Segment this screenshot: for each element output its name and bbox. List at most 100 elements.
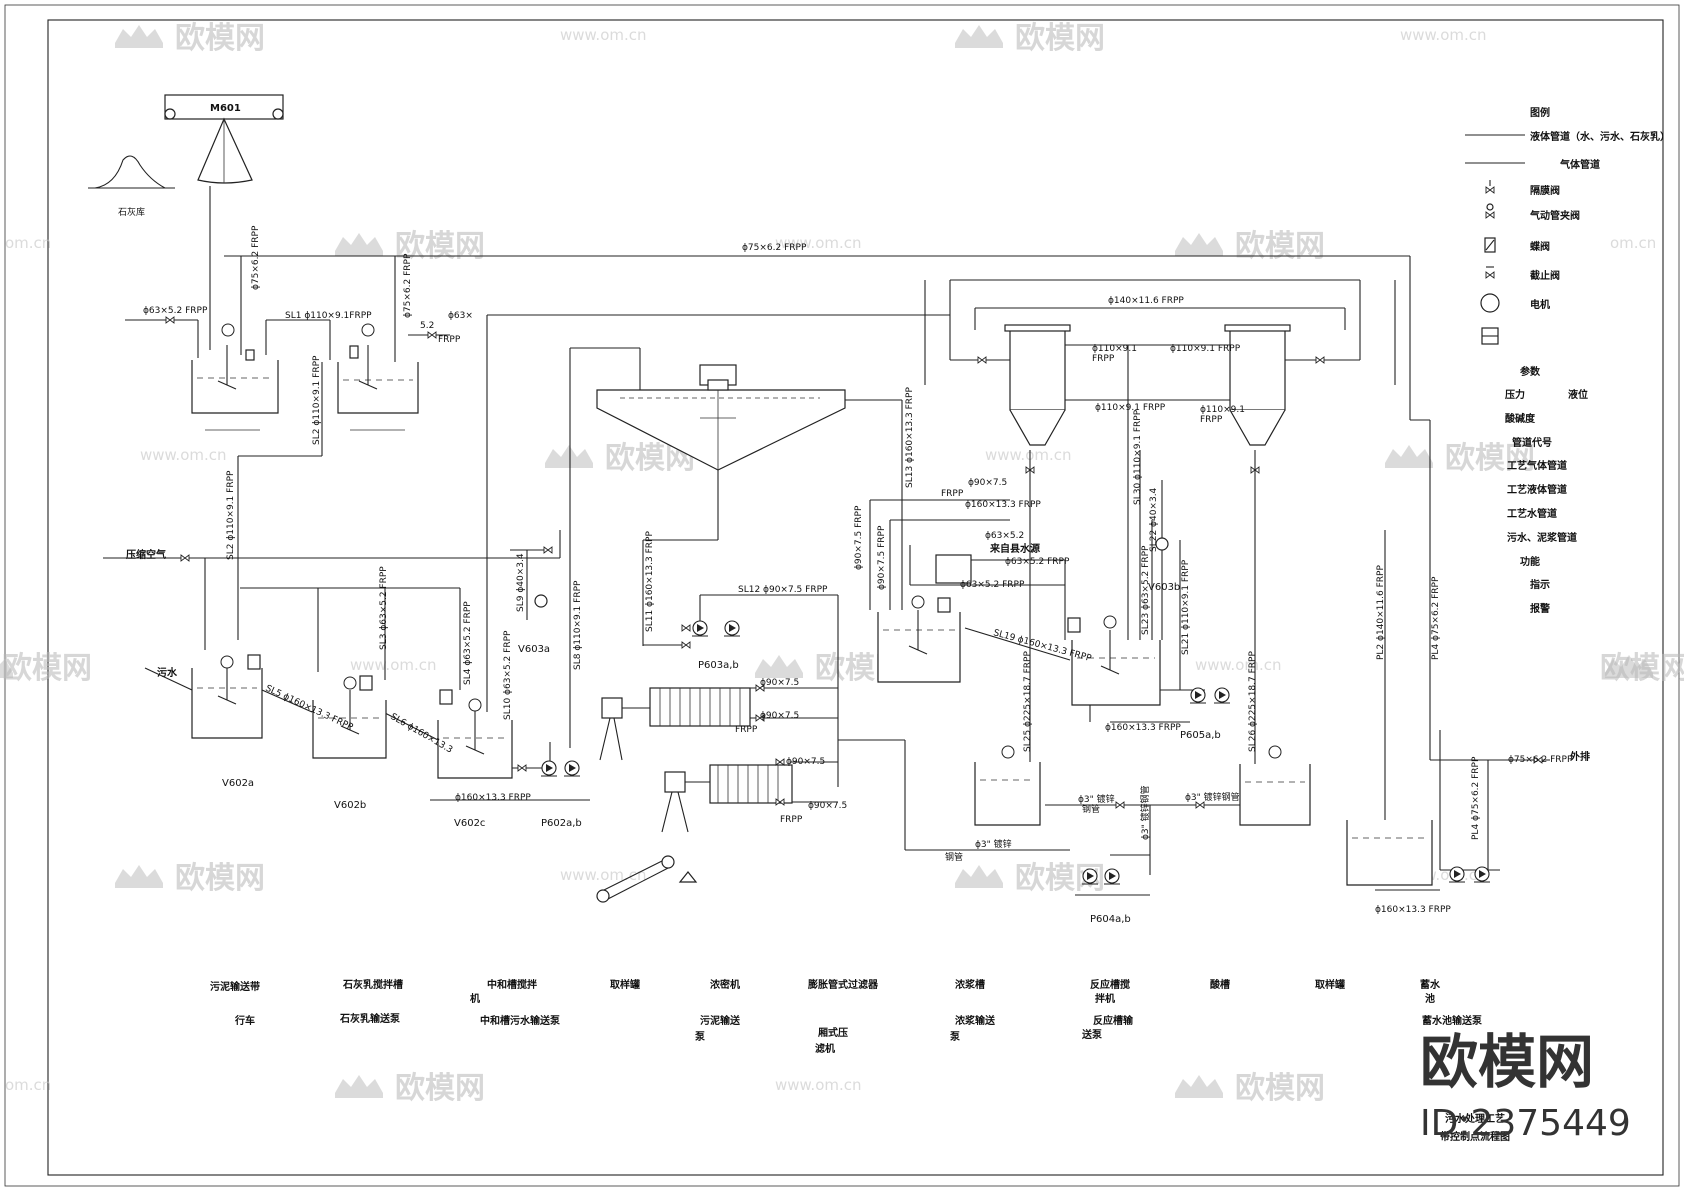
legend-level: 液位 bbox=[1568, 388, 1588, 401]
svg-text:ϕ90×7.5: ϕ90×7.5 bbox=[760, 711, 799, 721]
slurry-tank bbox=[877, 595, 961, 683]
svg-text:膨胀管式过滤器: 膨胀管式过滤器 bbox=[808, 978, 879, 991]
svg-text:ϕ90×7.5 FRPP: ϕ90×7.5 FRPP bbox=[854, 505, 864, 570]
svg-text:蓄水池输送泵: 蓄水池输送泵 bbox=[1422, 1014, 1483, 1027]
svg-text:浓浆槽: 浓浆槽 bbox=[955, 978, 985, 991]
tag-v603a: V603a bbox=[518, 644, 550, 655]
svg-text:ϕ75×6.2 FRPP: ϕ75×6.2 FRPP bbox=[403, 253, 413, 318]
svg-text:M601: M601 bbox=[210, 103, 241, 114]
svg-text:欧模网: 欧模网 bbox=[175, 861, 265, 896]
svg-text:ϕ3" 镀锌: ϕ3" 镀锌 bbox=[1078, 793, 1115, 805]
svg-text:反应槽输: 反应槽输 bbox=[1093, 1014, 1134, 1027]
svg-text:SL12 ϕ90×7.5 FRPP: SL12 ϕ90×7.5 FRPP bbox=[738, 585, 828, 595]
svg-text:FRPP: FRPP bbox=[1092, 354, 1115, 364]
sludge-conveyor bbox=[596, 855, 698, 903]
level-gauge-v603b bbox=[1155, 537, 1169, 551]
watermark-url-2: www.om.cn bbox=[1400, 26, 1487, 44]
watermark-10: 欧模网 bbox=[115, 861, 265, 896]
watermark-url-1: www.om.cn bbox=[560, 26, 647, 44]
svg-text:钢管: 钢管 bbox=[945, 851, 963, 863]
level-gauge-v603a bbox=[534, 594, 548, 608]
brand-watermark: 欧模网 ID:2375449 bbox=[1420, 1028, 1631, 1144]
equipment-list: 污泥输送带 行车 石灰乳搅拌槽 石灰乳输送泵 中和槽搅拌 机 中和槽污水输送泵 … bbox=[210, 978, 1483, 1055]
watermark-8: 欧模网 bbox=[0, 651, 92, 686]
svg-text:欧模网: 欧模网 bbox=[395, 1071, 485, 1106]
svg-text:ϕ3" 镀锌钢管: ϕ3" 镀锌钢管 bbox=[1185, 791, 1240, 803]
svg-text:泵: 泵 bbox=[950, 1031, 961, 1043]
watermark-url-12: om.cn bbox=[5, 1076, 51, 1094]
svg-text:污泥输送带: 污泥输送带 bbox=[210, 980, 260, 993]
sheet-border bbox=[4, 4, 1680, 1187]
svg-text:5.2: 5.2 bbox=[420, 321, 434, 331]
svg-text:PL4 ϕ75×6.2 FRPP: PL4 ϕ75×6.2 FRPP bbox=[1471, 756, 1481, 840]
svg-text:钢管: 钢管 bbox=[1082, 803, 1100, 815]
watermark-3: 欧模网 bbox=[335, 229, 485, 264]
svg-text:浓密机: 浓密机 bbox=[710, 978, 740, 991]
svg-text:ϕ90×7.5: ϕ90×7.5 bbox=[968, 478, 1007, 488]
svg-text:送泵: 送泵 bbox=[1081, 1028, 1103, 1041]
title-line-2: 带控制点流程图 bbox=[1440, 1130, 1510, 1143]
watermark-11: 欧模网 bbox=[955, 861, 1105, 896]
svg-text:PL4 ϕ75×6.2 FRPP: PL4 ϕ75×6.2 FRPP bbox=[1431, 576, 1441, 660]
svg-text:污泥输送: 污泥输送 bbox=[700, 1014, 741, 1027]
tap-water-label: 来自县水源 bbox=[989, 542, 1040, 555]
legend-motor: 电机 bbox=[1530, 298, 1550, 311]
watermark-2: 欧模网 bbox=[955, 21, 1105, 56]
svg-text:欧模网: 欧模网 bbox=[1600, 651, 1684, 686]
svg-text:欧模网: 欧模网 bbox=[2, 651, 92, 686]
pipe-labels: ϕ75×6.2 FRPP ϕ63×5.2 FRPP SL1 ϕ110×9.1FR… bbox=[143, 225, 1573, 915]
svg-text:池: 池 bbox=[1425, 992, 1435, 1005]
svg-text:ϕ75×6.2 FRPP: ϕ75×6.2 FRPP bbox=[1508, 755, 1573, 765]
svg-text:ϕ110×9.1: ϕ110×9.1 bbox=[1092, 344, 1137, 354]
svg-text:行车: 行车 bbox=[234, 1014, 255, 1027]
tag-v603b: V603b bbox=[1148, 582, 1180, 593]
svg-text:取样罐: 取样罐 bbox=[610, 978, 640, 991]
tap-water-equipment bbox=[935, 554, 972, 584]
svg-text:SL30 ϕ110×9.1 FRPP: SL30 ϕ110×9.1 FRPP bbox=[1133, 409, 1143, 505]
svg-text:SL26 ϕ225×18.7 FRPP: SL26 ϕ225×18.7 FRPP bbox=[1248, 651, 1258, 752]
svg-text:SL25 ϕ225×18.7 FRPP: SL25 ϕ225×18.7 FRPP bbox=[1023, 651, 1033, 752]
watermark-url-5: om.cn bbox=[1610, 234, 1656, 252]
svg-text:ϕ140×11.6 FRPP: ϕ140×11.6 FRPP bbox=[1108, 296, 1184, 306]
svg-text:ϕ63×5.2 FRPP: ϕ63×5.2 FRPP bbox=[143, 306, 208, 316]
svg-text:反应槽搅: 反应槽搅 bbox=[1090, 978, 1130, 991]
watermark-4: 欧模网 bbox=[1175, 229, 1325, 264]
svg-text:FRPP: FRPP bbox=[780, 815, 803, 825]
legend-function: 功能 bbox=[1520, 555, 1540, 568]
svg-text:ϕ110×9.1: ϕ110×9.1 bbox=[1200, 405, 1245, 415]
legend-alarm: 报警 bbox=[1530, 602, 1550, 615]
svg-text:SL3 ϕ63×5.2 FRPP: SL3 ϕ63×5.2 FRPP bbox=[379, 566, 389, 650]
svg-text:ϕ90×7.5: ϕ90×7.5 bbox=[808, 801, 847, 811]
watermark-1: 欧模网 bbox=[115, 21, 265, 56]
watermark-12: 欧模网 bbox=[335, 1071, 485, 1106]
svg-text:ϕ75×6.2 FRPP: ϕ75×6.2 FRPP bbox=[742, 243, 807, 253]
svg-text:ϕ63×5.2 FRPP: ϕ63×5.2 FRPP bbox=[960, 580, 1025, 590]
neutralization-tank-v602c: V602c bbox=[437, 689, 513, 829]
svg-text:中和槽污水输送泵: 中和槽污水输送泵 bbox=[480, 1014, 561, 1027]
svg-text:V602a: V602a bbox=[222, 778, 254, 789]
svg-text:厢式压: 厢式压 bbox=[818, 1026, 848, 1039]
svg-text:ϕ75×6.2 FRPP: ϕ75×6.2 FRPP bbox=[251, 225, 261, 290]
svg-text:ϕ160×13.3 FRPP: ϕ160×13.3 FRPP bbox=[1375, 905, 1451, 915]
lime-yard: 石灰库 bbox=[88, 155, 175, 218]
watermark-layer: 欧模网 欧模网 www.om.cn www.om.cn 欧模网 欧模网 om.c… bbox=[0, 21, 1684, 1106]
svg-text:欧模网: 欧模网 bbox=[395, 229, 485, 264]
svg-text:欧模网: 欧模网 bbox=[175, 21, 265, 56]
svg-text:蓄水: 蓄水 bbox=[1420, 978, 1441, 991]
watermark-url-9: www.om.cn bbox=[1195, 656, 1282, 674]
lime-mix-tank-1 bbox=[191, 323, 279, 431]
pipe-network bbox=[103, 186, 1550, 896]
legend-diaphragm-valve: 隔膜阀 bbox=[1530, 184, 1560, 197]
neutralization-tank-v602a: V602a bbox=[191, 654, 263, 789]
svg-text:V602b: V602b bbox=[334, 800, 366, 811]
tag-p604: P604a,b bbox=[1090, 914, 1131, 925]
svg-text:SL8 ϕ110×9.1 FRPP: SL8 ϕ110×9.1 FRPP bbox=[573, 580, 583, 670]
svg-text:欧模网: 欧模网 bbox=[1235, 229, 1325, 264]
svg-text:ϕ63×5.2: ϕ63×5.2 bbox=[985, 531, 1024, 541]
watermark-url-13: www.om.cn bbox=[775, 1076, 862, 1094]
svg-text:滤机: 滤机 bbox=[815, 1042, 835, 1055]
svg-text:V602c: V602c bbox=[454, 818, 485, 829]
drawing-frame bbox=[47, 19, 1664, 1176]
